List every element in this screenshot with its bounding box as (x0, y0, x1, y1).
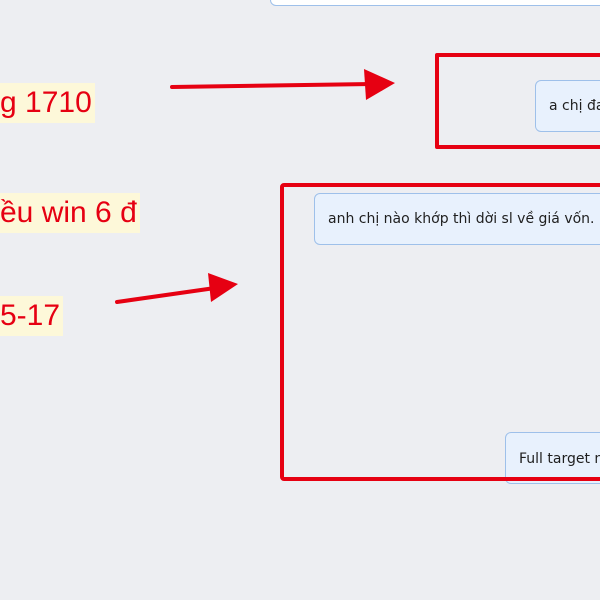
message-bubble-2[interactable]: anh chị nào khớp thì dời sl về giá vốn. (314, 193, 600, 245)
message-text-2: anh chị nào khớp thì dời sl về giá vốn. (328, 211, 595, 227)
annotation-text-1: g 1710 (0, 83, 95, 123)
annotation-text-3: 5-17 (0, 296, 64, 336)
annotation-text-2: ều win 6 đ (0, 193, 140, 233)
highlight-box-2 (280, 183, 600, 481)
message-bubble-3[interactable]: Full target n (505, 432, 600, 484)
highlight-box-1 (435, 53, 600, 149)
arrow-1 (170, 69, 395, 100)
message-text-1: a chị đa (549, 98, 600, 114)
arrow-2 (115, 273, 238, 304)
message-bubble-top (270, 0, 600, 6)
message-text-3: Full target n (519, 451, 600, 467)
message-bubble-1[interactable]: a chị đa (535, 80, 600, 132)
